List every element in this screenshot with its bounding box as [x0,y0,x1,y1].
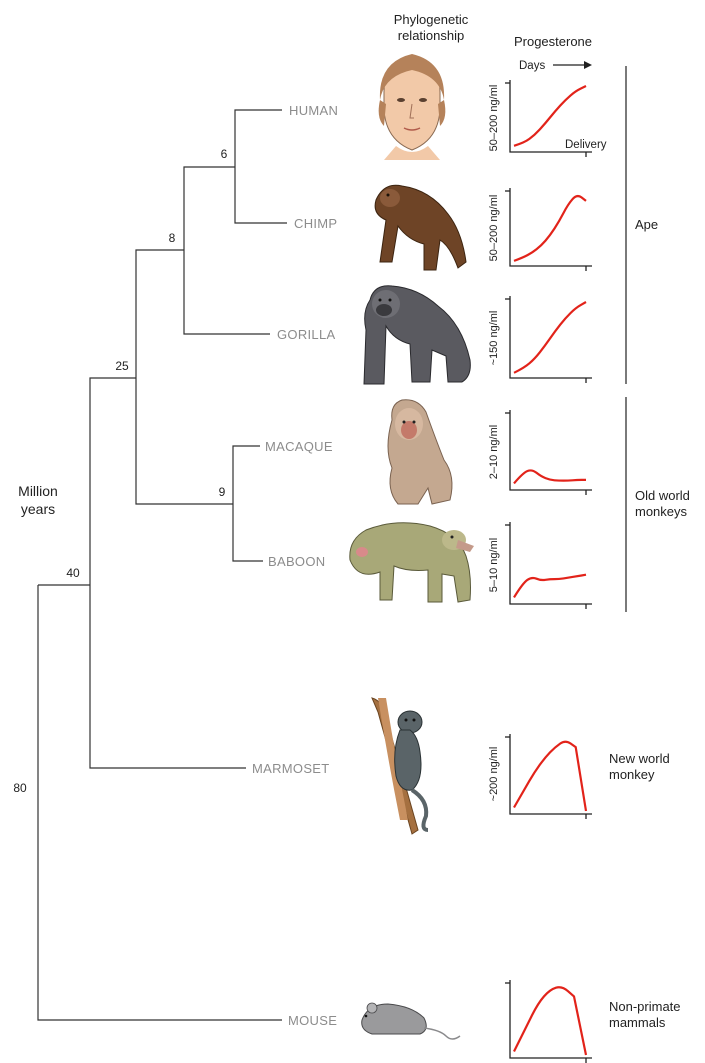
curve-mouse [514,987,586,1055]
panel-gorilla: ~150 ng/ml [488,296,592,383]
ylabel-baboon: 5–10 ng/ml [488,538,500,592]
ylabel-macaque: 2–10 ng/ml [488,425,500,479]
group-label-new-world-2: monkey [609,767,655,782]
branch-hominini [184,167,235,250]
curve-baboon [514,575,586,598]
axis-chimp [510,188,592,266]
curve-chimp [514,196,586,261]
ylabel-chimp: 50–200 ng/ml [488,195,500,262]
curve-macaque [514,470,586,483]
group-label-old-world-1: Old world [635,488,690,503]
million-years-line2: years [21,501,55,517]
delivery-label: Delivery [565,139,607,151]
branch-chimp [235,167,287,223]
branch-baboon [233,504,263,561]
branch-apes [136,250,184,378]
node-label-6: 6 [221,147,228,161]
phylogenetic-tree [38,110,287,1020]
node-label-8: 8 [169,231,176,245]
node-label-80: 80 [13,781,27,795]
curve-marmoset [514,742,586,811]
species-label-human: HUMAN [289,103,338,118]
macaque-illustration [388,400,452,504]
chimp-illustration [375,185,466,270]
species-label-chimp: CHIMP [294,216,337,231]
panel-chimp: 50–200 ng/ml [488,188,592,271]
branch-gorilla [184,250,270,334]
progesterone-panels: 50–200 ng/ml 50–200 ng/ml ~150 ng/ml 2–10 n… [488,80,592,1063]
mouse-illustration [362,1003,460,1039]
header-phylo-line1: Phylogenetic [394,12,469,27]
panel-mouse [505,980,592,1063]
baboon-illustration [350,523,474,602]
marmoset-illustration [372,698,428,834]
node-label-40: 40 [66,566,80,580]
group-label-new-world-1: New world [609,751,670,766]
axis-baboon [510,522,592,604]
panel-baboon: 5–10 ng/ml [488,522,592,609]
panel-macaque: 2–10 ng/ml [488,410,592,495]
group-label-ape: Ape [635,217,658,232]
group-label-old-world-2: monkeys [635,504,688,519]
species-label-macaque: MACAQUE [265,439,333,454]
branch-macaque [233,446,260,504]
gorilla-illustration [364,286,470,384]
human-face-illustration [379,54,446,160]
curve-gorilla [514,302,586,373]
branch-marmoset [90,585,246,768]
species-label-baboon: BABOON [268,554,325,569]
ylabel-gorilla: ~150 ng/ml [488,311,500,366]
days-arrow-head [584,61,592,69]
ylabel-marmoset: ~200 ng/ml [488,747,500,802]
ylabel-human: 50–200 ng/ml [488,85,500,152]
group-label-non-primate-2: mammals [609,1015,666,1030]
curve-human [514,86,586,146]
branch-mouse [38,585,282,1020]
header-progesterone: Progesterone [514,34,592,49]
header-phylo-line2: relationship [398,28,465,43]
node-label-25: 25 [115,359,129,373]
million-years-line1: Million [18,483,58,499]
species-label-gorilla: GORILLA [277,327,335,342]
species-label-marmoset: MARMOSET [252,761,330,776]
node-label-9: 9 [219,485,226,499]
branch-catarrhines [90,378,136,585]
branch-human [235,110,282,167]
days-label: Days [519,60,545,72]
panel-marmoset: ~200 ng/ml [488,734,592,819]
axis-macaque [510,410,592,490]
species-label-mouse: MOUSE [288,1013,337,1028]
group-label-non-primate-1: Non-primate [609,999,681,1014]
